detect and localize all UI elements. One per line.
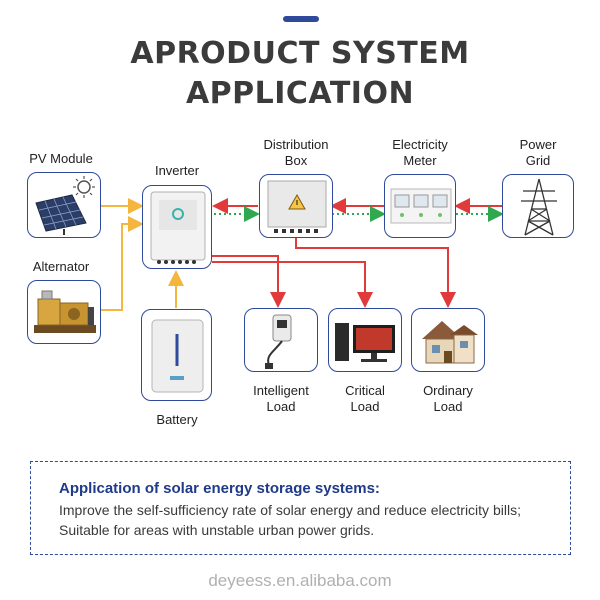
battery-node <box>141 309 212 401</box>
power-grid-label-line-2: Grid <box>525 153 551 168</box>
alternator-label: Alternator <box>32 259 90 274</box>
info-box: Application of solar energy storage syst… <box>30 461 571 555</box>
info-heading: Application of solar energy storage syst… <box>59 480 380 497</box>
power-grid-node <box>502 174 574 238</box>
house-icon <box>422 321 478 364</box>
title-accent-bar <box>283 16 319 22</box>
intelligent-load-label-line-1: Intelligent <box>253 383 309 398</box>
electricity-meter-icon <box>390 188 452 224</box>
critical-load-label-line-2: Load <box>350 399 380 414</box>
info-text: Improve the self-sufficiency rate of sol… <box>59 502 521 538</box>
inverter-node <box>142 185 212 269</box>
critical-load-node <box>328 308 402 372</box>
connection-lines <box>100 198 504 311</box>
inverter-to-intelligent-load-line <box>212 255 286 308</box>
battery-label: Battery <box>156 412 198 427</box>
alternator-node <box>27 280 101 344</box>
inverter-icon <box>150 191 206 264</box>
ordinary-load-label-line-2: Load <box>433 399 463 414</box>
distribution-box-label-line-2: Box <box>284 153 308 168</box>
intelligent-load-node <box>244 308 318 372</box>
critical-load-label-line-1: Critical <box>345 383 385 398</box>
electricity-meter-node <box>384 174 456 238</box>
ordinary-load-node <box>411 308 485 372</box>
pv-module-node <box>27 172 101 238</box>
distribution-to-ordinary-load-line <box>295 238 456 308</box>
distribution-box-label-line-1: Distribution <box>263 137 329 152</box>
battery-icon <box>151 319 204 393</box>
page-title: APRODUCT SYSTEM APPLICATION <box>0 34 600 114</box>
intelligent-load-label-line-2: Load <box>266 399 296 414</box>
page-title-line-2: APPLICATION <box>185 76 415 111</box>
ev-charger-icon <box>265 314 292 369</box>
power-grid-label-line-1: Power <box>519 137 557 152</box>
distribution-box-icon <box>267 180 327 233</box>
distribution-box-node <box>259 174 333 238</box>
computer-icon <box>335 323 395 362</box>
ordinary-load-label-line-1: Ordinary <box>423 383 473 398</box>
generator-icon <box>34 290 96 333</box>
alternator-to-inverter-line <box>100 216 144 311</box>
footer-url: deyeess.en.alibaba.com <box>208 571 392 590</box>
power-tower-icon <box>521 178 557 236</box>
inverter-label: Inverter <box>154 163 200 178</box>
solar-panel-icon <box>35 176 95 235</box>
inverter-to-critical-load-line <box>212 261 373 308</box>
page-title-line-1: APRODUCT SYSTEM <box>130 36 470 71</box>
pv-module-label: PV Module <box>29 151 93 166</box>
electricity-meter-label-line-2: Meter <box>403 153 437 168</box>
electricity-meter-label-line-1: Electricity <box>392 137 448 152</box>
